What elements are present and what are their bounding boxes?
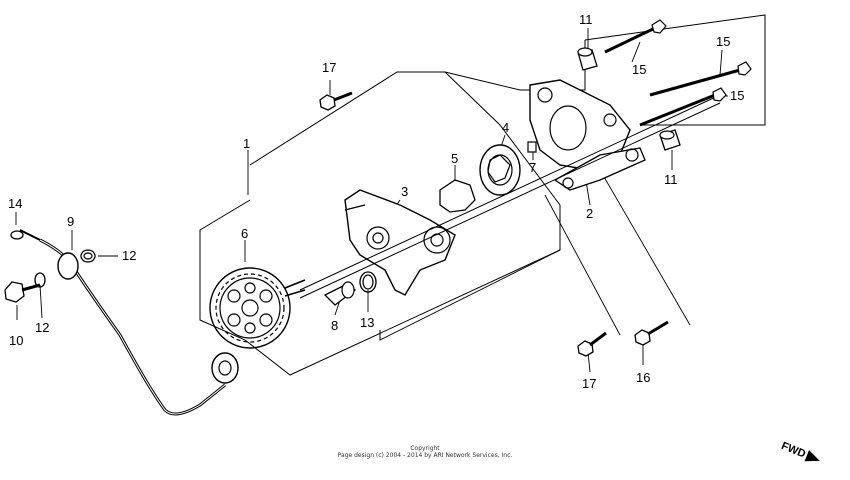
callout-13: 13 (360, 315, 374, 330)
callout-12-left: 12 (35, 320, 49, 335)
callout-16: 16 (636, 370, 650, 385)
small-seal-icon (10, 230, 24, 240)
copyright-line: Copyright (410, 445, 440, 452)
pump-body-icon (344, 189, 456, 296)
pump-shaft-icon (299, 94, 721, 299)
outer-rotor-icon (479, 144, 521, 196)
callout-7: 7 (529, 160, 536, 175)
callout-11-upper: 11 (579, 12, 593, 27)
long-bolt-icon (604, 19, 752, 127)
inner-rotor-icon (439, 179, 476, 213)
callout-2: 2 (586, 206, 593, 221)
callout-4: 4 (502, 120, 509, 135)
callout-10: 10 (9, 333, 23, 348)
callout-12-right: 12 (122, 248, 136, 263)
callout-11-lower: 11 (664, 172, 678, 187)
callout-9: 9 (67, 214, 74, 229)
callout-15-top: 15 (632, 62, 646, 77)
assembly-outline (199, 14, 766, 376)
drive-gear-icon (209, 267, 306, 349)
banjo-bolt-icon (4, 281, 41, 303)
callout-labels: 1 2 3 4 5 6 7 8 9 10 11 11 12 12 13 14 1… (8, 12, 744, 391)
oil-pipe-icon (19, 229, 239, 416)
callout-1: 1 (243, 136, 250, 151)
flange-bolt-upper-icon (319, 91, 353, 111)
callout-15-right: 15 (730, 88, 744, 103)
copyright-notice: Page design (c) 2004 - 2014 by ARI Netwo… (337, 452, 513, 459)
callout-3: 3 (401, 184, 408, 199)
dowel-pin-icon (527, 141, 537, 153)
callout-14: 14 (8, 196, 22, 211)
callout-8: 8 (331, 318, 338, 333)
callout-17-lower: 17 (582, 376, 596, 391)
callout-6: 6 (241, 226, 248, 241)
callout-17-upper: 17 (322, 60, 336, 75)
flange-bolt-16-icon (634, 320, 669, 346)
dowel-upper-icon (577, 47, 598, 71)
callout-15-mid: 15 (716, 34, 730, 49)
bracket-plate-icon (553, 147, 646, 191)
o-ring-icon (359, 271, 377, 293)
flange-bolt-lower-icon (577, 331, 607, 357)
collar-icon (323, 281, 357, 306)
callout-5: 5 (451, 151, 458, 166)
dowel-lower-icon (659, 129, 681, 151)
sealing-washer-icon (34, 249, 96, 288)
